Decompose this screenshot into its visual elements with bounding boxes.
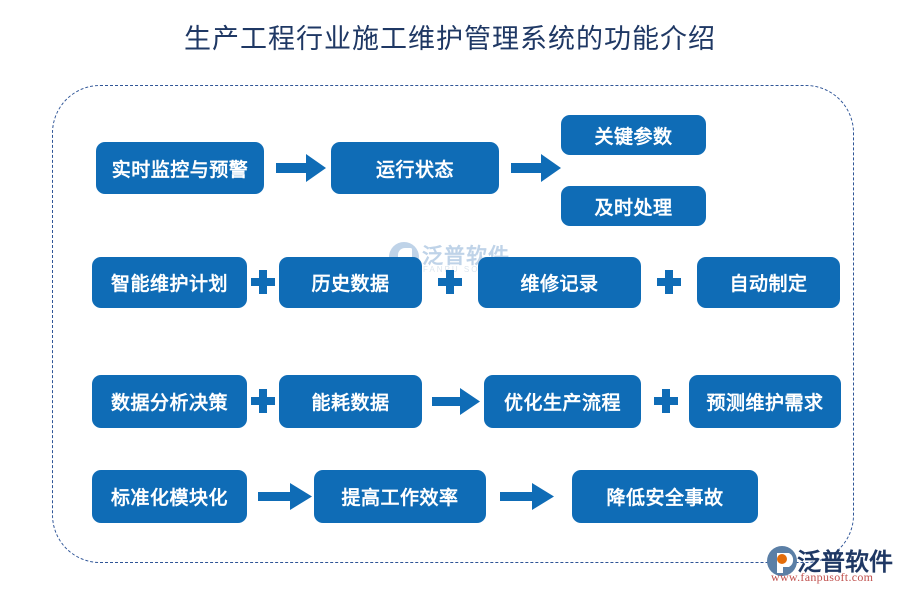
plus-connector-history-repair: [438, 270, 462, 294]
brand-logo-url: www.fanpusoft.com: [771, 570, 874, 584]
node-key-parameters[interactable]: 关键参数: [561, 115, 706, 155]
node-running-status[interactable]: 运行状态: [331, 142, 499, 194]
node-optimize-production-process[interactable]: 优化生产流程: [484, 375, 641, 428]
page-title: 生产工程行业施工维护管理系统的功能介绍: [184, 24, 716, 54]
node-history-data[interactable]: 历史数据: [279, 257, 422, 308]
node-repair-records[interactable]: 维修记录: [478, 257, 641, 308]
plus-connector-repair-auto: [657, 270, 681, 294]
node-smart-maintenance-plan[interactable]: 智能维护计划: [92, 257, 247, 308]
plus-connector-plan-history: [251, 270, 275, 294]
node-auto-generate[interactable]: 自动制定: [697, 257, 840, 308]
brand-logo-name: 泛普软件: [797, 550, 893, 576]
node-realtime-monitoring[interactable]: 实时监控与预警: [96, 142, 264, 194]
node-data-analysis-decision[interactable]: 数据分析决策: [92, 375, 247, 428]
diagram-frame: [52, 85, 854, 563]
arrow-energy-to-optimize: [432, 388, 480, 415]
brand-logo-icon: [767, 546, 797, 576]
arrow-efficiency-to-safety: [500, 483, 554, 510]
plus-connector-analysis-energy: [251, 389, 275, 413]
node-reduce-safety-accidents[interactable]: 降低安全事故: [572, 470, 758, 523]
node-standardized-modular[interactable]: 标准化模块化: [92, 470, 247, 523]
node-predict-maintenance-demand[interactable]: 预测维护需求: [689, 375, 841, 428]
plus-connector-optimize-predict: [654, 389, 678, 413]
arrow-monitoring-to-status: [276, 154, 326, 182]
node-improve-work-efficiency[interactable]: 提高工作效率: [314, 470, 486, 523]
arrow-status-to-outputs: [511, 154, 561, 182]
node-timely-handling[interactable]: 及时处理: [561, 186, 706, 226]
brand-logo: 泛普软件 www.fanpusoft.com: [765, 540, 895, 592]
node-energy-data[interactable]: 能耗数据: [279, 375, 422, 428]
arrow-standard-to-efficiency: [258, 483, 312, 510]
